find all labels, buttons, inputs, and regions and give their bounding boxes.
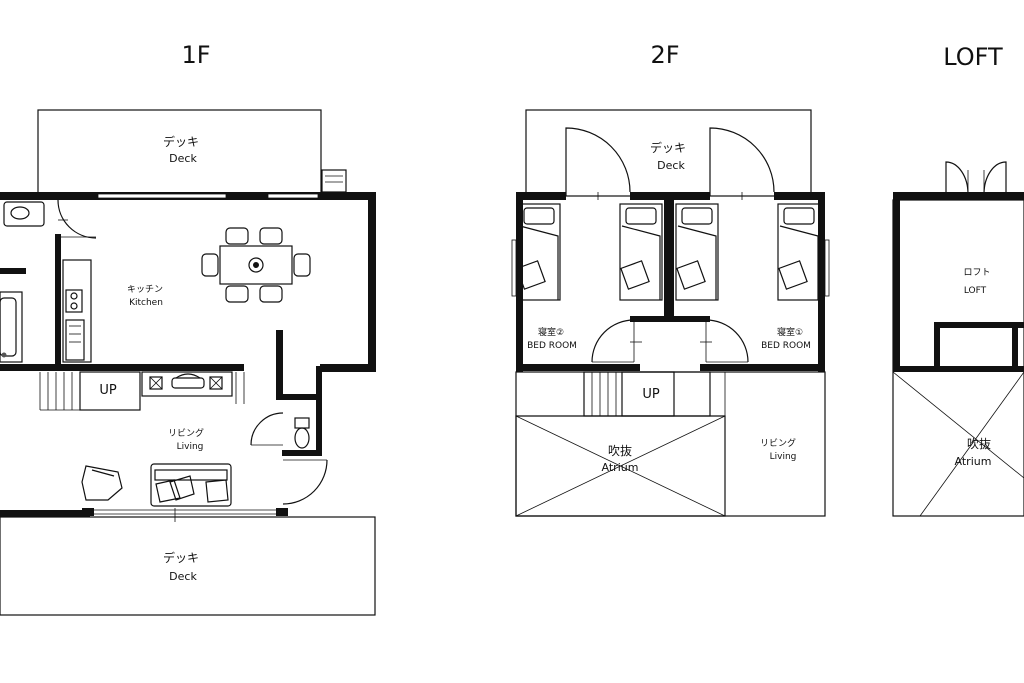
bed-4 xyxy=(777,203,821,301)
bed-2 xyxy=(619,203,663,301)
toilet-door xyxy=(250,412,284,446)
atrium-2f-label-jp: 吹抜 xyxy=(608,444,632,458)
stairs-2f-up-label: UP xyxy=(642,387,660,402)
stairs-1f xyxy=(39,371,141,411)
living-2f-label-en: Living xyxy=(770,452,797,462)
deck-bottom-1f-label-en: Deck xyxy=(169,570,197,583)
outdoor-unit xyxy=(321,169,347,193)
atrium-2f-label-en: Atrium xyxy=(602,461,639,474)
bedroom2-label-en: BED ROOM xyxy=(527,341,577,351)
toilet xyxy=(294,417,310,449)
bedroom1-door xyxy=(705,319,749,363)
deck-door-left xyxy=(565,127,631,196)
deck-bottom-1f-label-jp: デッキ xyxy=(163,550,199,565)
deck-door-right xyxy=(709,127,775,196)
armchair xyxy=(81,465,123,501)
tv-board xyxy=(141,371,233,397)
bedroom1-label-en: BED ROOM xyxy=(761,341,811,351)
loft-room-label-jp: ロフト xyxy=(963,268,990,278)
kitchen-counter xyxy=(62,259,92,363)
bedroom2-label-jp: 寝室② xyxy=(538,326,564,338)
deck-top-1f-label-jp: デッキ xyxy=(163,134,199,149)
stairs-1f-up-label: UP xyxy=(99,383,117,398)
atrium-loft-label-jp: 吹抜 xyxy=(967,437,991,451)
floor-loft: LOFT ロフト LOFT 吹抜 Atrium xyxy=(892,43,1024,517)
bed-3 xyxy=(675,203,719,301)
atrium-loft xyxy=(892,371,1024,517)
loft-window-doors xyxy=(945,161,1007,195)
living-2f-label-jp: リビング xyxy=(760,437,796,449)
atrium-loft-label-en: Atrium xyxy=(955,455,992,468)
living-1f-label-en: Living xyxy=(177,442,204,452)
floor-1f: 1F デッキ Deck xyxy=(0,41,376,616)
floor-loft-title: LOFT xyxy=(943,43,1003,71)
bedroom1-label-jp: 寝室① xyxy=(777,326,803,338)
bed-1 xyxy=(516,203,561,301)
entrance-door xyxy=(282,459,328,505)
kitchen-label-en: Kitchen xyxy=(129,298,163,308)
floor-2f-title: 2F xyxy=(650,41,679,69)
deck-top-1f-label-en: Deck xyxy=(169,152,197,165)
kitchen-label-jp: キッチン xyxy=(127,284,163,295)
deck-bottom-1f xyxy=(0,516,376,616)
loft-room-label-en: LOFT xyxy=(964,286,987,296)
washbasin xyxy=(3,201,45,227)
atrium-2f xyxy=(515,415,726,517)
living-1f-label-jp: リビング xyxy=(168,427,204,439)
dining-table xyxy=(201,227,311,303)
sofa xyxy=(150,463,232,507)
loft-room xyxy=(892,199,1024,517)
floor-1f-title: 1F xyxy=(181,41,210,69)
deck-2f-label-en: Deck xyxy=(657,159,685,172)
bedroom2-door xyxy=(591,319,635,363)
floor-2f: 2F デッキ Deck xyxy=(511,41,830,517)
deck-2f-label-jp: デッキ xyxy=(650,140,686,155)
bathtub xyxy=(0,291,23,363)
